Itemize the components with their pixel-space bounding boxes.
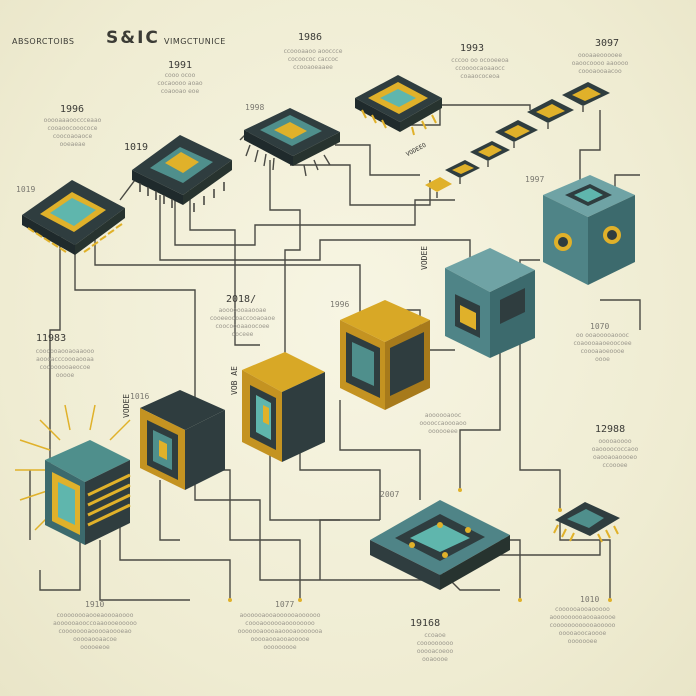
year-label: 1070 [590, 322, 610, 331]
chip-icon-11983 [15, 404, 131, 545]
year-label: 1996 [60, 104, 85, 115]
chip-icon-1986-top [355, 75, 442, 136]
chip-icon-1016 [140, 390, 225, 490]
year-label: 1016 [130, 392, 150, 401]
chip-icon-1019 [132, 135, 232, 212]
year-label: 1996 [330, 300, 350, 309]
chip-icon-1990-left [22, 180, 125, 255]
year-label: 1998 [245, 103, 265, 112]
vob-ae-label: VOB AE [230, 366, 239, 395]
year-label: 11983 [36, 333, 67, 344]
year-label: 19168 [410, 618, 441, 629]
year-label: 1010 [580, 595, 600, 604]
chip-icon-2018 [242, 352, 325, 462]
vodee-label: VODEE [420, 245, 429, 270]
year-label: 1986 [298, 32, 323, 43]
header-suffix: VIMGCTUNICE [164, 37, 226, 46]
processor-block-icon-vodee [445, 248, 535, 358]
chip-icon-12988 [553, 502, 620, 543]
year-label: 12988 [595, 424, 626, 435]
year-label: 1910 [85, 600, 105, 609]
year-label: 2007 [380, 490, 400, 499]
vodee-label: VODEE [122, 393, 131, 418]
year-label: 2018/ [226, 294, 257, 305]
chip-chain-top-right [425, 82, 610, 198]
chip-icon-1998-top [244, 108, 340, 177]
cube-chip-icon-1997 [543, 175, 635, 285]
page-title: S&IC [106, 28, 160, 48]
year-label: 1019 [124, 142, 149, 153]
chip-board-icon-2007 [370, 500, 510, 590]
year-label: 1077 [275, 600, 295, 609]
year-label: 1997 [525, 175, 545, 184]
year-label: 1991 [168, 60, 193, 71]
header-prefix: ABSORCTOIBS [12, 37, 75, 46]
year-label: 3097 [595, 38, 620, 49]
year-label: 1993 [460, 43, 485, 54]
year-label: 1019 [16, 185, 36, 194]
cube-chip-icon-1996 [340, 300, 430, 410]
